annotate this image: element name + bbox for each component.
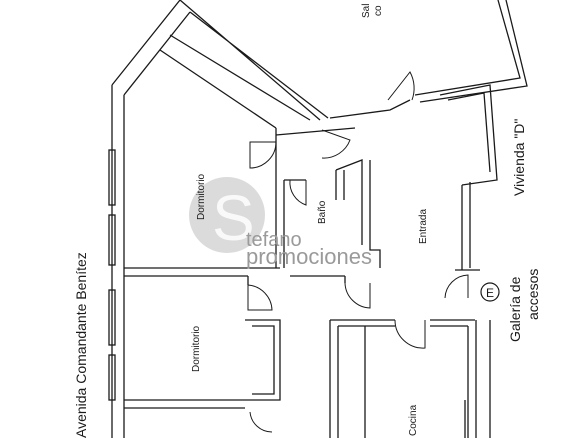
wall-bathroom-top xyxy=(284,159,363,245)
wall-kitchen xyxy=(245,319,281,401)
wall-living-entry xyxy=(329,99,411,119)
wall-corridor xyxy=(439,84,498,186)
wall-living xyxy=(414,0,528,103)
room-label-kitchen: Cocina xyxy=(408,404,419,436)
door-living xyxy=(387,71,415,101)
watermark-line1: tefano xyxy=(246,229,302,251)
wall-diagonal-top xyxy=(159,34,311,129)
room-label-living-2: co xyxy=(373,5,384,16)
window-left-2 xyxy=(108,214,116,266)
watermark-logo-circle xyxy=(189,177,265,253)
door-kitchen xyxy=(344,282,371,309)
window-left-3 xyxy=(108,289,116,346)
wall-kitchen-top xyxy=(330,319,475,327)
door-entry xyxy=(444,274,469,299)
window-left-1 xyxy=(108,149,116,206)
door-kitchen-lower xyxy=(394,319,426,349)
wall-right-column xyxy=(467,320,477,438)
wall-bathroom-left xyxy=(275,140,285,268)
watermark-line2: promociones xyxy=(246,244,372,269)
wall-bathroom-right xyxy=(369,160,381,268)
entry-marker-letter: E xyxy=(486,286,494,300)
room-label-bathroom: Baño xyxy=(317,200,328,224)
gallery-label-2: accesos xyxy=(525,268,541,320)
exterior-wall-left xyxy=(111,0,191,438)
wall-hall-bottom xyxy=(247,275,346,285)
wall-diagonal-outer xyxy=(179,0,329,121)
door-hall xyxy=(321,129,351,159)
gallery-label-1: Galería de xyxy=(507,276,523,342)
watermark-logo-letter: S xyxy=(212,182,255,254)
door-lower-left xyxy=(249,411,273,433)
window-left-4 xyxy=(108,354,116,401)
door-bedroom-bottom xyxy=(247,284,273,311)
door-bedroom-top xyxy=(249,141,277,169)
wall-kitchen-left xyxy=(329,320,339,438)
wall-bottom xyxy=(124,399,245,409)
street-label: Avenida Comandante Benítez xyxy=(73,252,89,438)
room-label-entrance: Entrada xyxy=(418,208,429,244)
wall-bedroom-divider xyxy=(124,267,280,277)
room-label-living-1: Sal xyxy=(361,3,372,18)
room-label-bedroom-top: Dormitorio xyxy=(196,173,207,220)
door-bathroom xyxy=(289,179,307,206)
entry-marker-circle xyxy=(480,282,500,302)
wall-top-bedroom xyxy=(275,127,356,140)
room-label-bedroom-bottom: Dormitorio xyxy=(191,325,202,372)
neighbor-label: Vivienda "D" xyxy=(511,118,527,196)
wall-bathroom-inner xyxy=(335,170,345,200)
wall-entrance-right xyxy=(455,182,480,271)
